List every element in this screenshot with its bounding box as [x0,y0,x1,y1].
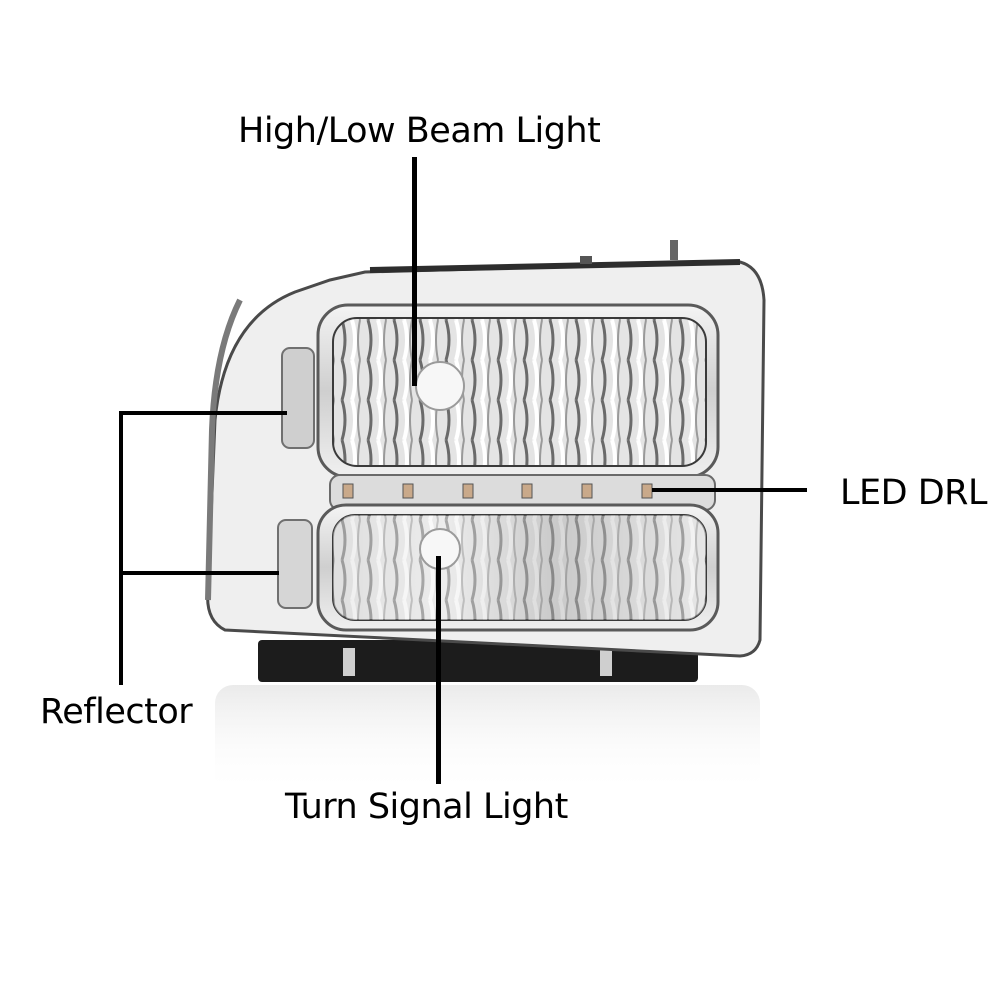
side-reflectors [277,347,315,609]
callout-turn-signal: Turn Signal Light [285,787,568,827]
mounting-base [258,640,698,682]
turn-signal-leader-line [436,556,441,784]
reflector-bracket-vertical [119,411,123,685]
reflection [215,685,760,795]
led-drl-strip [329,474,716,511]
callout-reflector: Reflector [40,692,193,732]
reflector-leader-line-lower [119,571,279,575]
lower-reflector-bezel [316,503,720,632]
reflector-leader-line-upper [119,411,287,415]
high-low-beam-leader-line [412,157,417,386]
led-drl-leader-line [652,488,807,492]
upper-reflector-bezel [316,303,720,479]
callout-high-low-beam: High/Low Beam Light [238,111,601,151]
callout-led-drl: LED DRL [840,473,987,513]
